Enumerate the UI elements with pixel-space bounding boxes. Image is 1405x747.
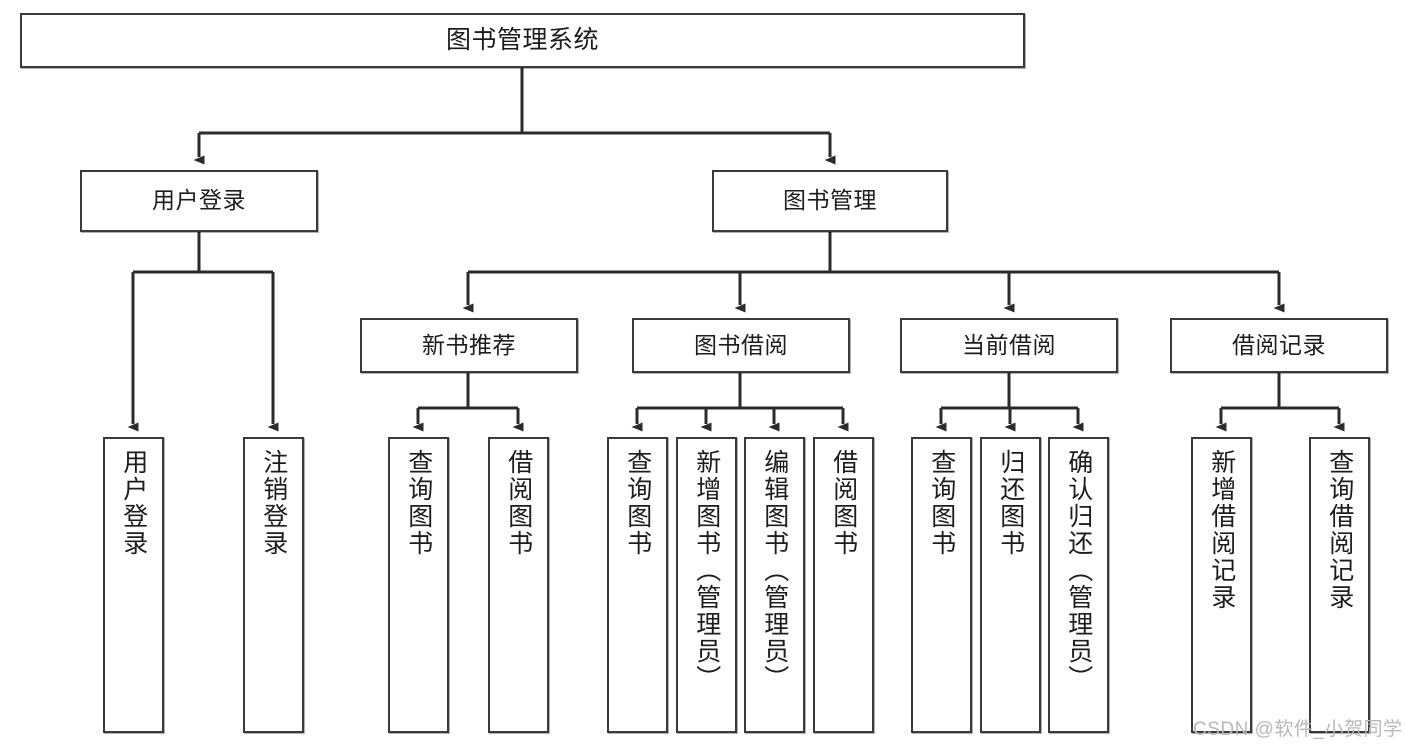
csdn-watermark: CSDN @软件_小贺同学 xyxy=(1193,719,1403,740)
leaf-query-book-borrowing[interactable]: 查询图书 xyxy=(607,437,668,733)
node-label: 编辑图书（管理员） xyxy=(760,449,789,692)
node-label: 确认归还（管理员） xyxy=(1064,449,1093,692)
leaf-add-borrowing-record[interactable]: 新增借阅记录 xyxy=(1191,437,1252,733)
node-label: 用户登录 xyxy=(119,449,148,557)
leaf-return-book[interactable]: 归还图书 xyxy=(980,437,1041,733)
node-new-book-recommendation[interactable]: 新书推荐 xyxy=(360,318,578,373)
node-book-management[interactable]: 图书管理 xyxy=(712,170,948,232)
node-label: 新增图书（管理员） xyxy=(692,449,721,692)
leaf-logout[interactable]: 注销登录 xyxy=(243,437,304,733)
node-borrowing-records[interactable]: 借阅记录 xyxy=(1170,318,1388,373)
node-label: 注销登录 xyxy=(259,449,288,557)
leaf-edit-book-admin[interactable]: 编辑图书（管理员） xyxy=(744,437,805,733)
node-label: 归还图书 xyxy=(996,449,1025,557)
node-label: 图书管理系统 xyxy=(445,25,599,54)
node-label: 图书管理 xyxy=(783,187,877,214)
node-label: 借阅图书 xyxy=(504,449,533,557)
node-label: 查询借阅记录 xyxy=(1325,449,1354,611)
node-label: 图书借阅 xyxy=(694,331,788,358)
leaf-add-book-admin[interactable]: 新增图书（管理员） xyxy=(676,437,737,733)
node-label: 借阅图书 xyxy=(829,449,858,557)
node-label: 查询图书 xyxy=(623,449,652,557)
leaf-borrow-book-newbook[interactable]: 借阅图书 xyxy=(488,437,549,733)
node-label: 当前借阅 xyxy=(962,331,1056,358)
node-current-borrowing[interactable]: 当前借阅 xyxy=(900,318,1118,373)
node-label: 用户登录 xyxy=(152,187,246,214)
node-root-book-management-system[interactable]: 图书管理系统 xyxy=(20,13,1025,68)
node-label: 新增借阅记录 xyxy=(1207,449,1236,611)
node-label: 新书推荐 xyxy=(422,331,516,358)
node-label: 查询图书 xyxy=(404,449,433,557)
node-label: 借阅记录 xyxy=(1232,331,1326,358)
leaf-user-login[interactable]: 用户登录 xyxy=(103,437,164,733)
leaf-query-book-current[interactable]: 查询图书 xyxy=(911,437,972,733)
leaf-borrow-book-borrowing[interactable]: 借阅图书 xyxy=(813,437,874,733)
node-user-login[interactable]: 用户登录 xyxy=(80,170,318,232)
leaf-confirm-return-admin[interactable]: 确认归还（管理员） xyxy=(1048,437,1109,733)
leaf-query-book-newbook[interactable]: 查询图书 xyxy=(388,437,449,733)
node-label: 查询图书 xyxy=(927,449,956,557)
leaf-query-borrowing-record[interactable]: 查询借阅记录 xyxy=(1309,437,1370,733)
node-book-borrowing[interactable]: 图书借阅 xyxy=(632,318,850,373)
